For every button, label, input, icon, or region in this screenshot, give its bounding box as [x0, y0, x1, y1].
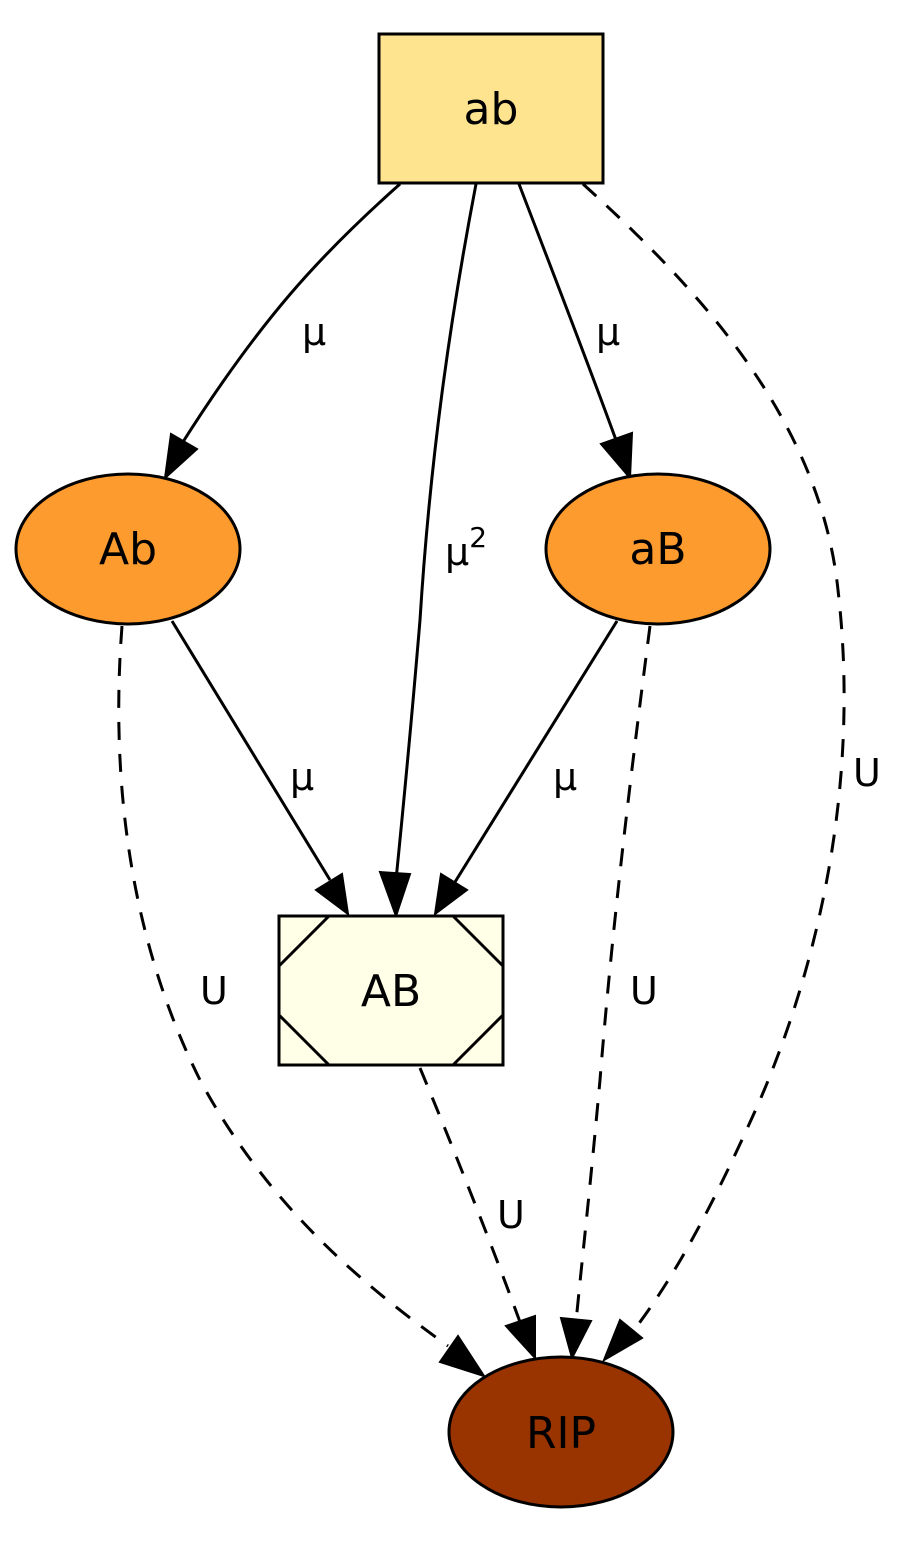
- node-aB-label: aB: [629, 524, 686, 575]
- edge-label-ab-to-Ab: μ: [302, 310, 326, 354]
- arrowhead-ab-to-aB: [599, 431, 634, 481]
- edge-AB-to-RIP: [418, 1067, 522, 1323]
- edge-ab-to-AB: [394, 183, 478, 881]
- edge-Ab-to-RIP: [117, 625, 449, 1348]
- node-AB-corner-bottom-right: [451, 1013, 505, 1067]
- node-Ab-ellipse: [14, 472, 242, 626]
- edge-Ab-to-AB: [170, 620, 332, 881]
- edge-label-ab-to-AB: μ2: [445, 521, 487, 574]
- node-ab-box: [377, 32, 605, 185]
- arrowhead-ab-to-AB: [378, 870, 412, 920]
- arrowhead-Ab-to-AB: [314, 872, 350, 917]
- node-AB-corner-top-left: [277, 914, 331, 968]
- edge-label-superscript: 2: [469, 521, 487, 554]
- arrowhead-Ab-to-RIP: [438, 1334, 487, 1378]
- node-ab-label: ab: [464, 84, 519, 135]
- edge-label-aB-to-RIP: U: [630, 969, 658, 1013]
- edge-ab-to-aB: [517, 183, 618, 441]
- arrowhead-aB-to-RIP: [559, 1316, 593, 1361]
- edge-label-Ab-to-RIP: U: [200, 969, 228, 1013]
- node-AB-corner-bottom-left: [277, 1013, 331, 1067]
- node-Ab-label: Ab: [99, 524, 157, 575]
- node-aB: aB: [544, 472, 772, 626]
- arrowhead-AB-to-RIP: [504, 1314, 536, 1361]
- node-aB-ellipse: [544, 472, 772, 626]
- arrowhead-aB-to-AB: [433, 872, 469, 917]
- node-RIP-ellipse: [447, 1355, 675, 1509]
- edge-label-AB-to-RIP: U: [497, 1193, 525, 1237]
- node-RIP: RIP: [447, 1355, 675, 1509]
- edge-ab-to-RIP: [581, 182, 846, 1331]
- arrowhead-ab-to-RIP: [601, 1318, 644, 1363]
- node-AB-label: AB: [361, 966, 421, 1017]
- node-AB-box: [277, 914, 505, 1067]
- edge-label-mu: μ: [445, 530, 469, 574]
- edge-label-ab-to-aB: μ: [596, 310, 620, 354]
- edge-ab-to-Ab: [179, 182, 401, 446]
- edge-aB-to-RIP: [574, 625, 652, 1323]
- node-RIP-label: RIP: [526, 1408, 596, 1459]
- edge-label-ab-to-RIP: U: [853, 751, 881, 795]
- arrowhead-ab-to-Ab: [163, 432, 199, 481]
- edge-label-aB-to-AB: μ: [553, 755, 577, 799]
- node-AB: AB: [277, 914, 505, 1067]
- edge-label-Ab-to-AB: μ: [290, 755, 314, 799]
- node-ab: ab: [377, 32, 605, 185]
- edge-aB-to-AB: [453, 620, 619, 883]
- node-AB-corner-top-right: [451, 914, 505, 968]
- node-Ab: Ab: [14, 472, 242, 626]
